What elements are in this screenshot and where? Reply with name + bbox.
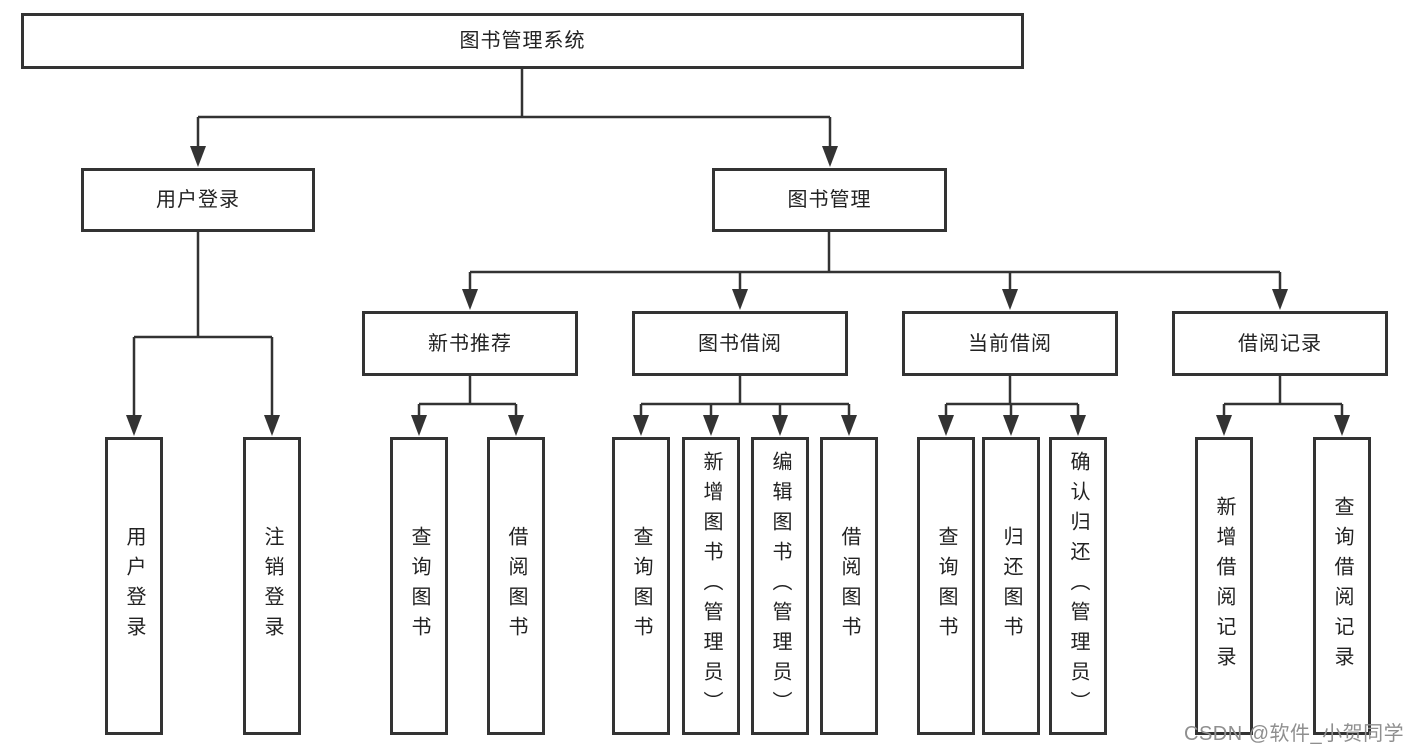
arrowhead-icon — [508, 415, 524, 436]
node-leaf-confirm-return-admin: 确认归还（管理员） — [1049, 437, 1107, 735]
node-leaf-query-books-3: 查询图书 — [917, 437, 975, 735]
connector-book-borrow-to-leaves — [639, 376, 851, 418]
node-root-system: 图书管理系统 — [21, 13, 1024, 69]
node-leaf-query-books-2: 查询图书 — [612, 437, 670, 735]
connector-user-login-to-leaves — [132, 232, 274, 418]
arrowhead-icon — [732, 289, 748, 310]
node-book-management: 图书管理 — [712, 168, 947, 232]
arrowhead-icon — [462, 289, 478, 310]
node-leaf-user-login: 用户登录 — [105, 437, 163, 735]
arrowhead-icon — [703, 415, 719, 436]
watermark-text: CSDN @软件_小贺同学 — [1184, 723, 1405, 745]
node-leaf-add-books-admin: 新增图书（管理员） — [682, 437, 740, 735]
node-leaf-edit-books-admin: 编辑图书（管理员） — [751, 437, 809, 735]
connector-book-management-to-level3 — [468, 232, 1282, 293]
node-leaf-borrow-books-2: 借阅图书 — [820, 437, 878, 735]
arrowhead-icon — [1272, 289, 1288, 310]
arrowhead-icon — [841, 415, 857, 436]
node-new-book-recommend: 新书推荐 — [362, 311, 578, 376]
node-leaf-query-borrow-record: 查询借阅记录 — [1313, 437, 1371, 735]
arrowhead-icon — [1334, 415, 1350, 436]
connector-borrow-records-to-leaves — [1222, 376, 1344, 418]
arrowhead-icon — [633, 415, 649, 436]
arrowhead-icon — [1003, 415, 1019, 436]
arrowhead-icon — [1002, 289, 1018, 310]
node-leaf-query-books-1: 查询图书 — [390, 437, 448, 735]
arrowhead-icon — [190, 146, 206, 167]
node-leaf-return-books: 归还图书 — [982, 437, 1040, 735]
arrowhead-icon — [938, 415, 954, 436]
node-book-borrow: 图书借阅 — [632, 311, 848, 376]
node-leaf-add-borrow-record: 新增借阅记录 — [1195, 437, 1253, 735]
connector-root-to-level2 — [196, 69, 832, 149]
arrowhead-icon — [264, 415, 280, 436]
node-leaf-borrow-books-1: 借阅图书 — [487, 437, 545, 735]
node-leaf-logout: 注销登录 — [243, 437, 301, 735]
node-user-login: 用户登录 — [81, 168, 315, 232]
connector-new-book-to-leaves — [417, 376, 518, 418]
arrowhead-icon — [822, 146, 838, 167]
node-current-borrow: 当前借阅 — [902, 311, 1118, 376]
arrowhead-icon — [411, 415, 427, 436]
connector-current-borrow-to-leaves — [944, 376, 1080, 418]
arrowhead-icon — [1216, 415, 1232, 436]
arrowhead-icon — [1070, 415, 1086, 436]
node-borrow-records: 借阅记录 — [1172, 311, 1388, 376]
arrowhead-icon — [772, 415, 788, 436]
arrowhead-icon — [126, 415, 142, 436]
